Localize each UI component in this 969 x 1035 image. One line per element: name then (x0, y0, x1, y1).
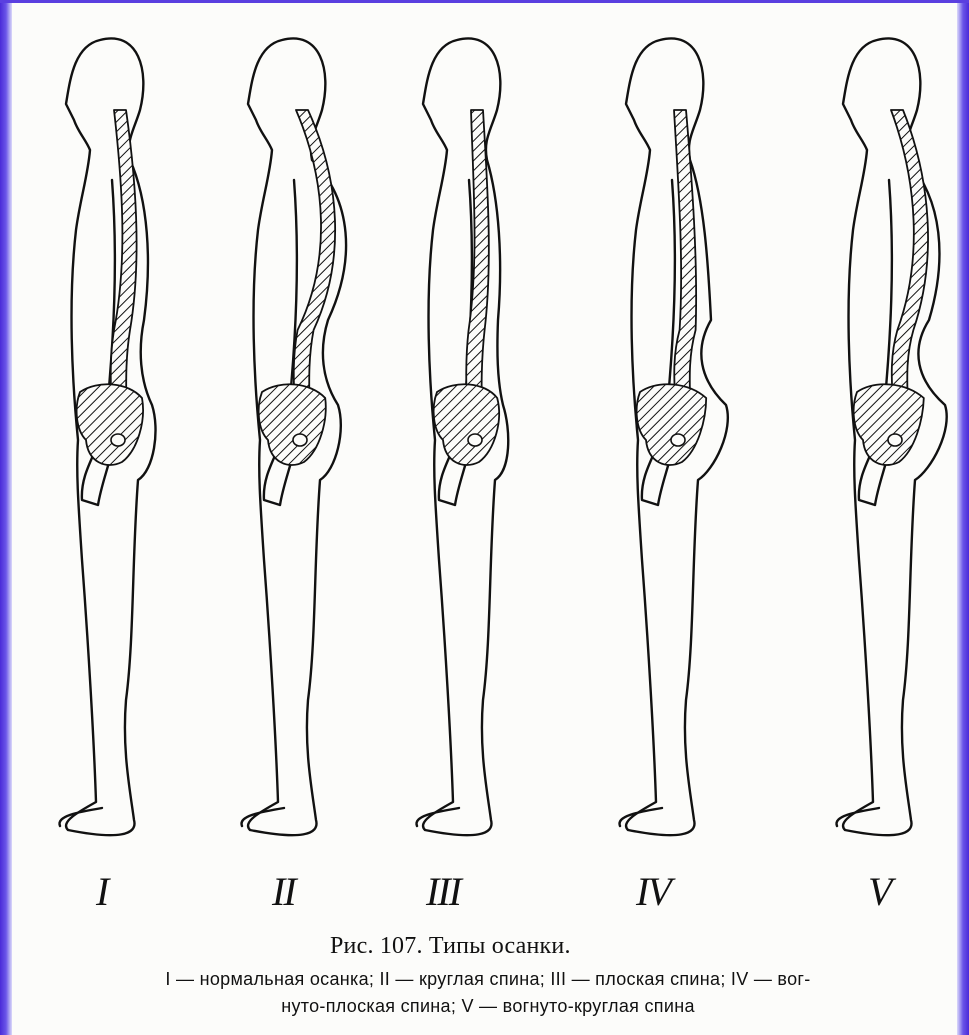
hip-joint (111, 434, 125, 446)
pelvis-hatched (854, 384, 924, 465)
hip-joint (468, 434, 482, 446)
figure-numeral-1: I (96, 868, 107, 915)
figure-2 (242, 38, 347, 835)
legend-line-2: нуто-плоская спина; V — вогнуто-круглая … (28, 993, 948, 1020)
figure-caption-title: Рис. 107. Типы осанки. (330, 933, 571, 960)
hip-joint (888, 434, 902, 446)
legend-line-1: I — нормальная осанка; II — круглая спин… (28, 966, 948, 993)
pelvis-hatched (637, 384, 707, 465)
hip-joint (293, 434, 307, 446)
figure-1 (60, 38, 156, 835)
figure-5 (837, 38, 947, 835)
hip-joint (671, 434, 685, 446)
figure-3 (417, 38, 509, 835)
figure-numeral-2: II (272, 868, 295, 915)
figure-numeral-3: III (426, 868, 460, 915)
figure-numeral-5: V (868, 868, 890, 915)
figure-numeral-4: IV (636, 868, 670, 915)
pelvis-hatched (77, 384, 143, 465)
figure-legend: I — нормальная осанка; II — круглая спин… (28, 966, 948, 1020)
pelvis-hatched (259, 384, 326, 465)
figure-4 (620, 38, 728, 835)
pelvis-hatched (434, 384, 499, 465)
